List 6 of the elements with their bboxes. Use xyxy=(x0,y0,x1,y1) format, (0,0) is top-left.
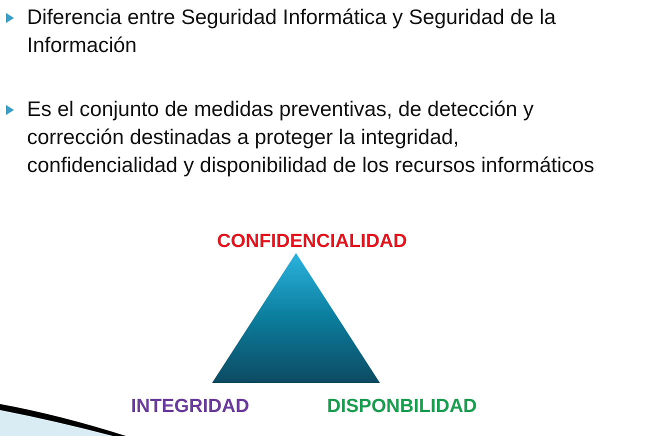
bullet-text: Diferencia entre Seguridad Informática y Seguridad de la Información xyxy=(27,5,557,59)
triangle-shape xyxy=(212,253,380,383)
bullet-text: Es el conjunto de medidas preventivas, de detección y corrección destinadas a proteger la integridad, confidencialidad y disponibilidad de los recursos informáticos xyxy=(27,97,596,179)
vertex-label: DISPONBILIDAD xyxy=(327,396,477,418)
vertex-label: CONFIDENCIALIDAD xyxy=(217,231,407,253)
vertex-label: INTEGRIDAD xyxy=(131,396,250,418)
